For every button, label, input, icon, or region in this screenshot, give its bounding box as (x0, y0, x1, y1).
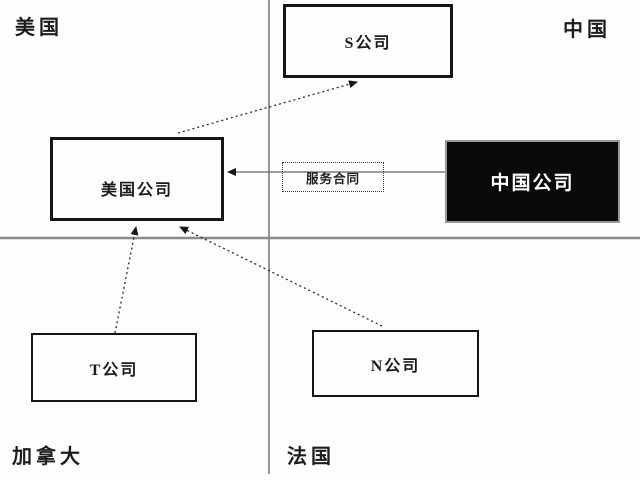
arrow-us-to-s (177, 80, 358, 134)
node-china-company: 中国公司 (445, 140, 620, 223)
quadrant-label-france: 法国 (287, 446, 335, 468)
node-t-company: T公司 (31, 333, 197, 402)
quadrant-label-canada: 加拿大 (12, 446, 84, 468)
node-s-company-label: S公司 (344, 35, 392, 52)
quadrant-label-china: 中国 (563, 19, 611, 41)
node-t-company-label: T公司 (89, 361, 139, 379)
node-china-company-label: 中国公司 (490, 173, 575, 194)
quadrant-label-usa: 美国 (15, 17, 63, 39)
node-s-company: S公司 (283, 4, 453, 78)
node-n-company: N公司 (312, 330, 479, 397)
node-us-company: 美国公司 (50, 137, 224, 221)
arrow-t-to-us (114, 226, 139, 334)
edge-label-service-contract: 服务合同 (282, 162, 384, 192)
edge-label-service-contract-text: 服务合同 (305, 171, 360, 186)
node-n-company-label: N公司 (370, 357, 421, 375)
node-us-company-label: 美国公司 (100, 182, 173, 199)
arrow-n-to-us (179, 226, 383, 327)
